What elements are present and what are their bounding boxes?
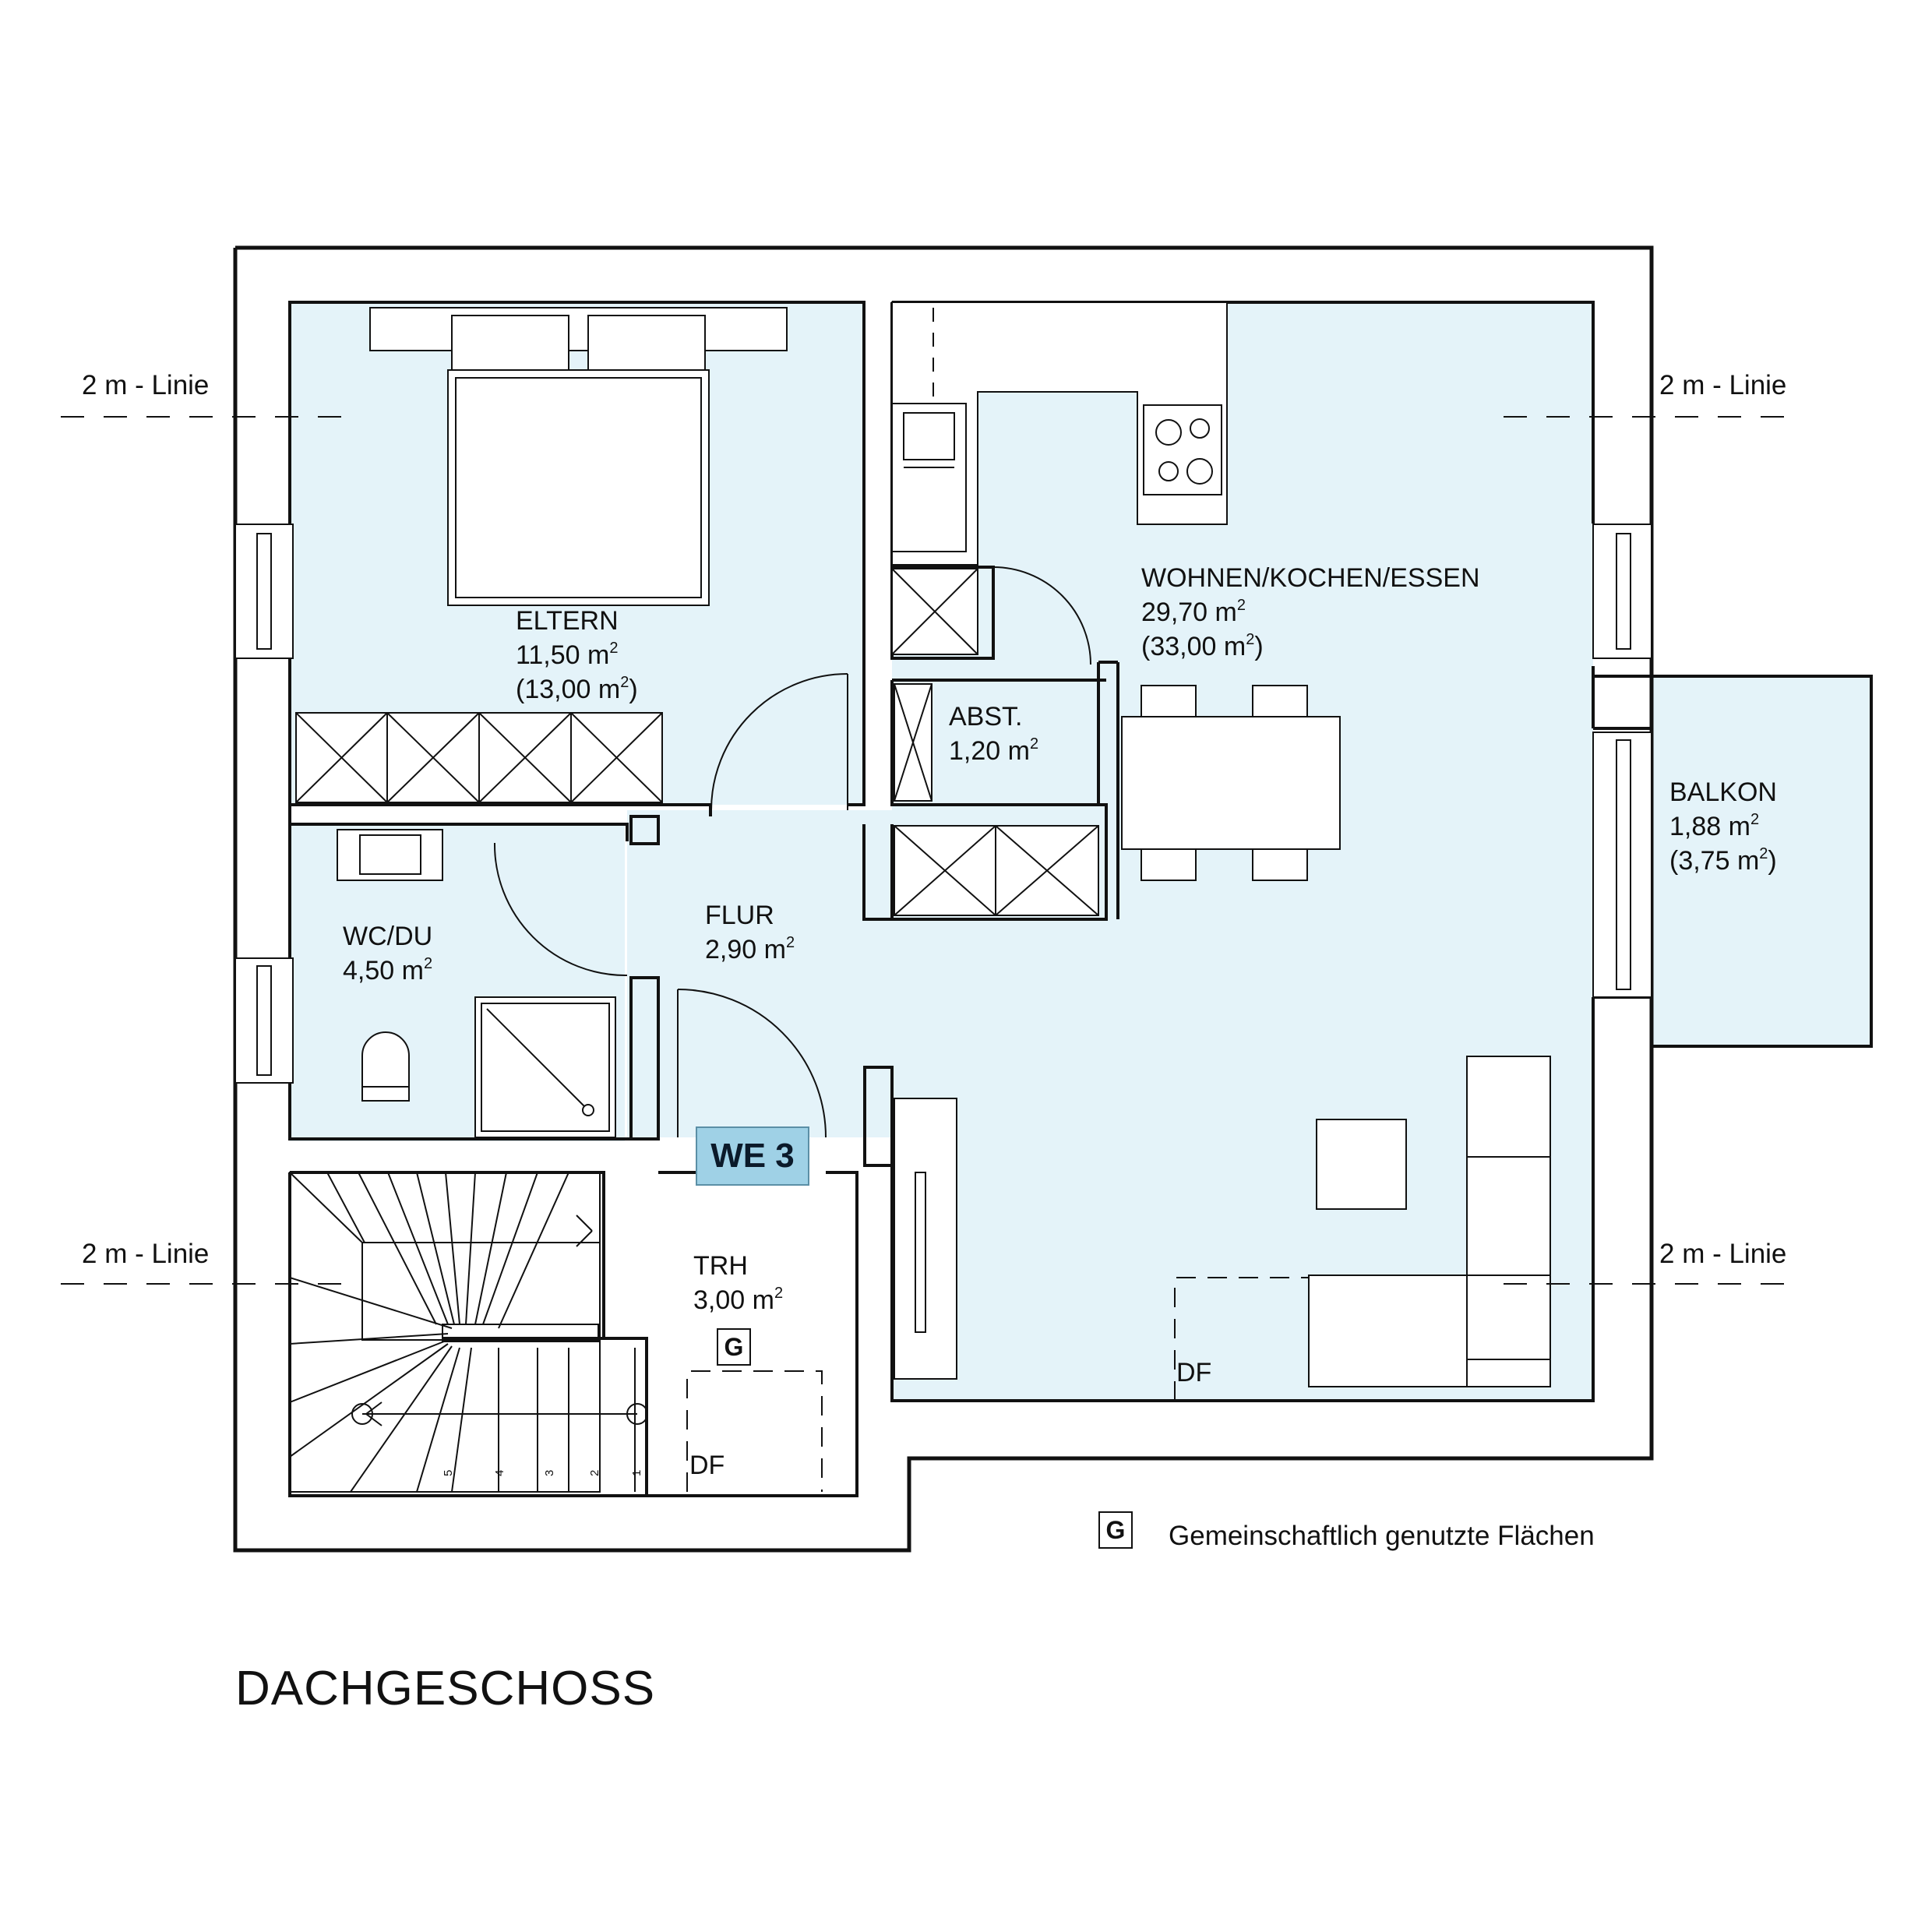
living-furniture [894,1056,1551,1387]
room-area-full: (13,00 m2) [516,674,638,704]
room-area: 2,90 m2 [705,934,795,964]
bed [369,307,788,606]
legend-text: Gemeinschaftlich genutzte Flächen [1169,1521,1595,1551]
room-area-full: (33,00 m2) [1141,631,1264,661]
legend-symbol: G [1098,1511,1133,1549]
room-area: 4,50 m2 [343,955,433,985]
stair-step-2: 2 [588,1470,601,1476]
bathroom-fixtures [337,829,616,1138]
room-area: 29,70 m2 [1141,597,1246,627]
room-area: 1,20 m2 [949,735,1039,766]
room-area: 3,00 m2 [693,1285,784,1315]
kitchen [891,301,1228,655]
room-label-flur: FLUR 2,90 m2 [705,898,795,967]
storage-cabinets [894,683,1099,916]
room-name: WC/DU [343,922,433,951]
two-m-line-label-bottom-right: 2 m - Linie [1659,1239,1787,1269]
stair-numbers: 5 4 3 2 1 [442,1470,643,1476]
two-m-line-label-bottom-left: 2 m - Linie [82,1239,210,1269]
shared-area-marker: G [717,1328,751,1366]
stair-step-4: 4 [493,1470,506,1476]
room-area: 11,50 m2 [516,640,619,670]
room-label-wohnen: WOHNEN/KOCHEN/ESSEN 29,70 m2 (33,00 m2) [1141,561,1480,664]
stair-step-3: 3 [543,1470,556,1476]
room-label-balkon: BALKON 1,88 m2 (3,75 m2) [1669,775,1777,878]
outer-walls [233,245,1654,1553]
room-label-trh: TRH 3,00 m2 [693,1249,783,1317]
room-fills [290,302,1871,1401]
drawing-title: DACHGESCHOSS [235,1662,656,1715]
room-label-wcdu: WC/DU 4,50 m2 [343,919,432,988]
df-outlines [686,1277,1309,1492]
two-m-line-label-top-right: 2 m - Linie [1659,370,1787,400]
room-name: ELTERN [516,606,619,636]
room-area: 1,88 m2 [1669,811,1760,841]
room-label-abst: ABST. 1,20 m2 [949,700,1038,768]
two-m-lines [61,416,1800,1285]
dining-table [1121,685,1341,881]
roof-window-label-trh: DF [689,1451,725,1480]
two-m-line-label-top-left: 2 m - Linie [82,370,210,400]
stair-step-1: 1 [630,1470,643,1476]
windows [234,524,1652,1084]
room-name: ABST. [949,702,1023,732]
roof-window-label-living: DF [1176,1358,1212,1387]
room-name: WOHNEN/KOCHEN/ESSEN [1141,563,1480,593]
room-label-eltern: ELTERN 11,50 m2 (13,00 m2) [516,604,638,707]
staircase [289,1172,648,1493]
room-name: FLUR [705,901,774,930]
unit-badge: WE 3 [696,1126,809,1186]
room-name: BALKON [1669,777,1777,807]
wardrobe-eltern [295,712,663,803]
door-arcs [493,566,1091,1138]
room-name: TRH [693,1251,748,1281]
room-area-full: (3,75 m2) [1669,845,1777,876]
stair-step-5: 5 [442,1470,455,1476]
